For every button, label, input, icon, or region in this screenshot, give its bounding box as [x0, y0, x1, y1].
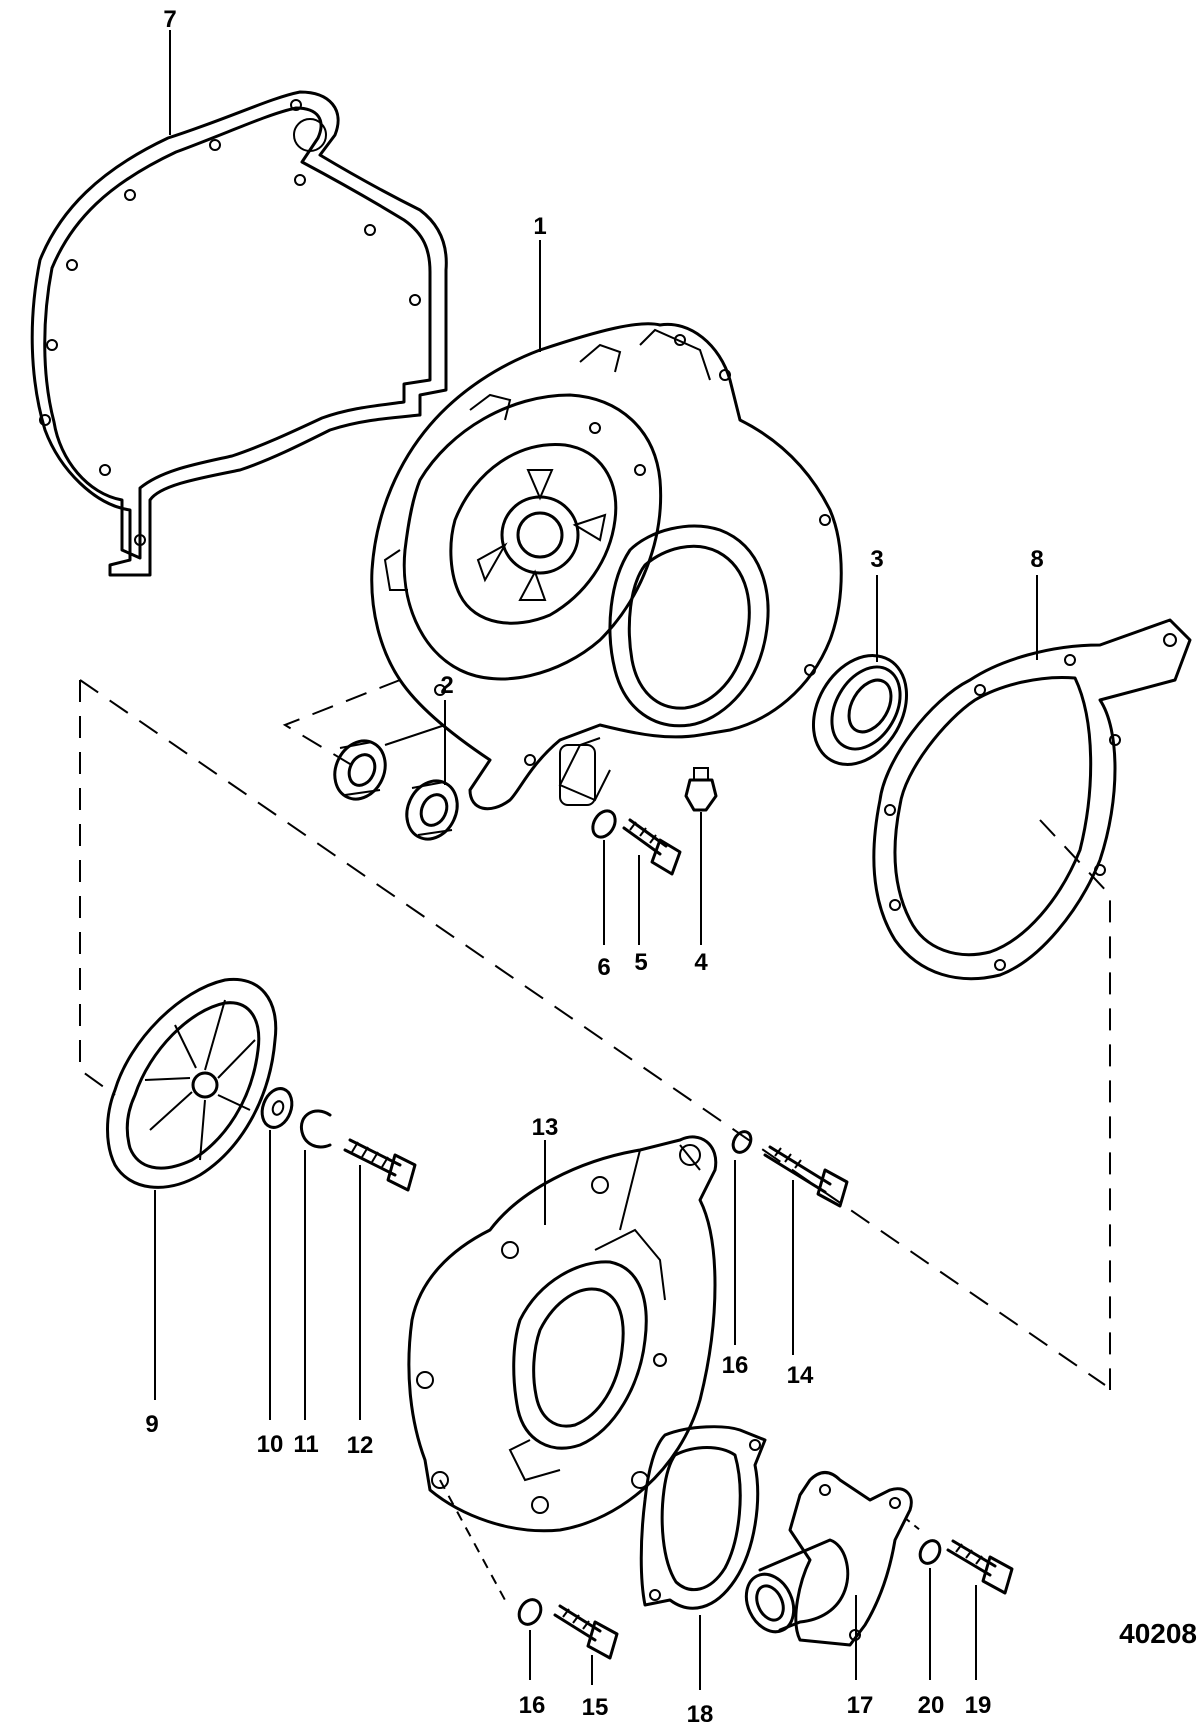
leader-2a: [384, 724, 446, 746]
callout-20: 20: [918, 1692, 945, 1719]
part-16-washer-lower: [517, 1598, 543, 1626]
reference-number: 40208: [1119, 1618, 1197, 1649]
part-3-crankshaft-seal: [811, 654, 909, 766]
callout-17: 17: [847, 1692, 874, 1719]
part-20-washer: [918, 1539, 942, 1565]
alignment-dashed-lines: [79, 679, 1111, 1390]
part-10-washer: [260, 1087, 294, 1129]
part-7-timing-cover-gasket: [30, 90, 448, 577]
part-8-water-pump-gasket: [872, 618, 1192, 981]
callout-11: 11: [293, 1431, 318, 1458]
callout-3: 3: [870, 546, 883, 573]
callout-16-lower: 16: [519, 1692, 546, 1719]
part-6-washer: [591, 809, 617, 839]
part-13-water-pump-body: [407, 1135, 718, 1533]
callout-18: 18: [687, 1701, 714, 1728]
callout-7: 7: [163, 6, 176, 33]
part-15-bolt: [553, 1604, 619, 1660]
callout-2: 2: [440, 672, 453, 699]
part-17-outlet-elbow: [744, 1471, 913, 1647]
part-9-impeller: [106, 977, 278, 1189]
callout-12: 12: [347, 1432, 374, 1459]
part-12-bolt: [343, 1138, 417, 1192]
callout-15: 15: [582, 1694, 609, 1721]
part-14-long-bolt: [763, 1145, 849, 1208]
callout-19: 19: [965, 1692, 992, 1719]
part-19-bolt: [946, 1539, 1014, 1595]
callout-5: 5: [634, 949, 647, 976]
callout-9: 9: [145, 1411, 158, 1438]
part-1-timing-cover-housing: [370, 322, 843, 811]
part-18-cover-gasket: [639, 1425, 767, 1610]
leader-16-lower-dash: [439, 1479, 506, 1601]
callout-16-upper: 16: [722, 1352, 749, 1379]
callout-1: 1: [533, 213, 546, 240]
callout-14: 14: [787, 1362, 814, 1389]
callout-6: 6: [597, 954, 610, 981]
part-11-snap-ring: [299, 1109, 332, 1149]
callout-13: 13: [532, 1114, 559, 1141]
callout-8: 8: [1030, 546, 1043, 573]
callout-4: 4: [694, 949, 708, 976]
callout-10: 10: [257, 1431, 284, 1458]
part-16-washer-upper: [731, 1130, 753, 1154]
leader-17-dash: [904, 1517, 921, 1531]
part-5-bolt: [622, 818, 682, 876]
part-4-drain-plug: [684, 767, 718, 812]
